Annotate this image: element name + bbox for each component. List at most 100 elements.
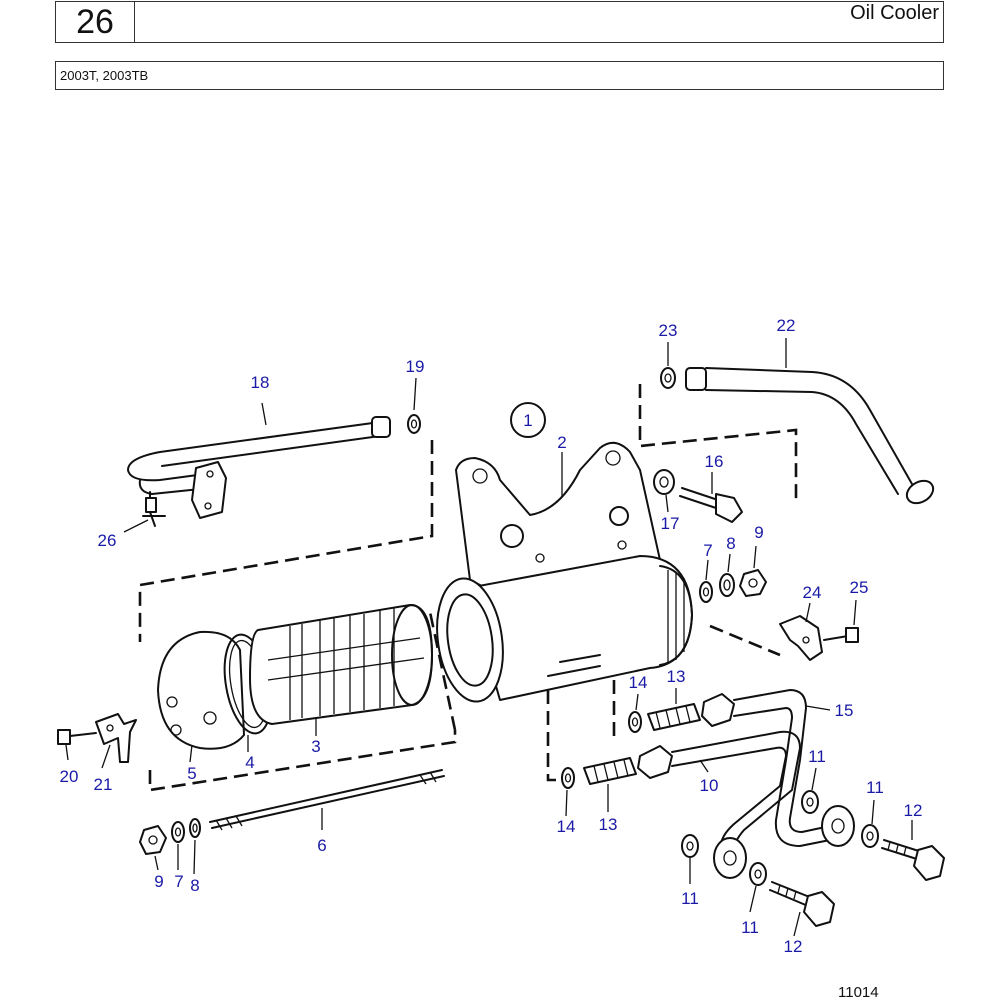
washer-11-c [681, 834, 699, 858]
leader-11-b [871, 799, 875, 825]
washer-7-lower [171, 821, 185, 843]
leader-14-lower [565, 789, 568, 817]
callout-12-upper: 12 [904, 801, 923, 820]
cover-5 [157, 630, 245, 750]
callout-24: 24 [803, 583, 822, 602]
bolt-20 [57, 729, 97, 745]
assembly-dash-upper-left [138, 440, 434, 642]
washer-7-right [699, 581, 713, 603]
washer-8-right [719, 573, 735, 597]
callout-11-c: 11 [681, 889, 699, 908]
callout-11-b: 11 [866, 778, 884, 797]
washer-17 [653, 469, 675, 495]
bolt-16 [679, 487, 743, 523]
callout-20: 20 [60, 767, 79, 786]
callout-circle-1 [510, 402, 546, 438]
banjo-bolt-12-upper [881, 839, 945, 881]
union-13-lower [583, 757, 637, 785]
callout-3: 3 [311, 737, 320, 756]
leader-14-upper [635, 693, 639, 711]
callout-11-d: 11 [741, 918, 759, 937]
leader-24 [805, 602, 811, 623]
assembly-dash-lower-left [148, 611, 457, 792]
leader-5 [189, 744, 193, 763]
leader-10 [699, 759, 709, 773]
leader-11-d [749, 885, 757, 913]
leader-25 [853, 599, 857, 626]
callout-2: 2 [557, 433, 566, 452]
callout-12-lower: 12 [784, 937, 803, 956]
oil-pipe-22 [685, 367, 935, 505]
washer-11-d [749, 862, 767, 886]
callout-10: 10 [700, 776, 719, 795]
washer-11-b [861, 824, 879, 848]
washer-23 [660, 367, 676, 389]
leader-19 [413, 377, 417, 411]
leader-8-right [727, 553, 731, 573]
callout-22: 22 [777, 316, 796, 335]
callout-26: 26 [98, 531, 117, 550]
filter-element-3 [249, 604, 433, 725]
callout-16: 16 [705, 452, 724, 471]
leader-26 [123, 519, 149, 533]
callout-7-right: 7 [703, 541, 712, 560]
oil-pipe-15 [701, 689, 855, 847]
nut-9-right [739, 569, 767, 597]
callout-9-lower: 9 [154, 872, 163, 891]
callout-8-right: 8 [726, 534, 735, 553]
union-13-upper [647, 703, 701, 731]
callout-9-right: 9 [754, 523, 763, 542]
leader-17 [665, 494, 669, 513]
callout-21: 21 [94, 775, 113, 794]
banjo-bolt-12-lower [769, 881, 835, 927]
leader-21 [101, 744, 111, 769]
assembly-dash-upper-right [638, 384, 798, 502]
callout-17: 17 [661, 514, 680, 533]
callout-11-a: 11 [808, 747, 826, 766]
leader-18 [261, 402, 267, 426]
page-title: Oil Cooler [850, 2, 939, 24]
callout-14-lower: 14 [557, 817, 576, 836]
callout-15: 15 [835, 701, 854, 720]
callout-6: 6 [317, 836, 326, 855]
model-bar: 2003T, 2003TB [55, 61, 944, 90]
clamp-21 [95, 713, 137, 763]
section-number: 26 [56, 2, 135, 42]
leader-20 [65, 744, 69, 761]
callout-8-lower: 8 [190, 876, 199, 895]
figure-number: 11014 [838, 984, 879, 1001]
assembly-dash-right [709, 624, 781, 657]
callout-4: 4 [245, 753, 254, 772]
callout-7-lower: 7 [174, 872, 183, 891]
assembly-dash-lower [546, 680, 616, 782]
callout-1: 1 [523, 411, 532, 430]
callout-14-upper: 14 [629, 673, 648, 692]
oil-cooler-housing-2 [436, 441, 693, 703]
leader-9-lower [154, 855, 159, 871]
washer-8-lower [189, 818, 201, 838]
bolt-25 [823, 627, 859, 643]
callout-5: 5 [187, 764, 196, 783]
callout-18: 18 [251, 373, 270, 392]
leader-15 [805, 705, 831, 711]
leader-12-lower [793, 911, 801, 937]
leader-8-lower [193, 839, 196, 875]
tie-rod-6 [209, 769, 445, 831]
washer-14-upper [628, 711, 642, 733]
callout-19: 19 [406, 357, 425, 376]
callout-23: 23 [659, 321, 678, 340]
callout-13-lower: 13 [599, 815, 618, 834]
callout-13-upper: 13 [667, 667, 686, 686]
oil-pipe-18 [127, 414, 421, 527]
washer-11-a [801, 790, 819, 814]
nut-9-lower [139, 825, 167, 855]
washer-14-lower [561, 767, 575, 789]
clamp-24 [779, 615, 823, 661]
leader-9-right [753, 545, 757, 569]
header-bar: 26 Oil Cooler [55, 1, 944, 43]
oil-pipe-10 [637, 730, 801, 879]
leader-7-right [705, 559, 709, 581]
leader-11-a [811, 767, 817, 791]
callout-25: 25 [850, 578, 869, 597]
